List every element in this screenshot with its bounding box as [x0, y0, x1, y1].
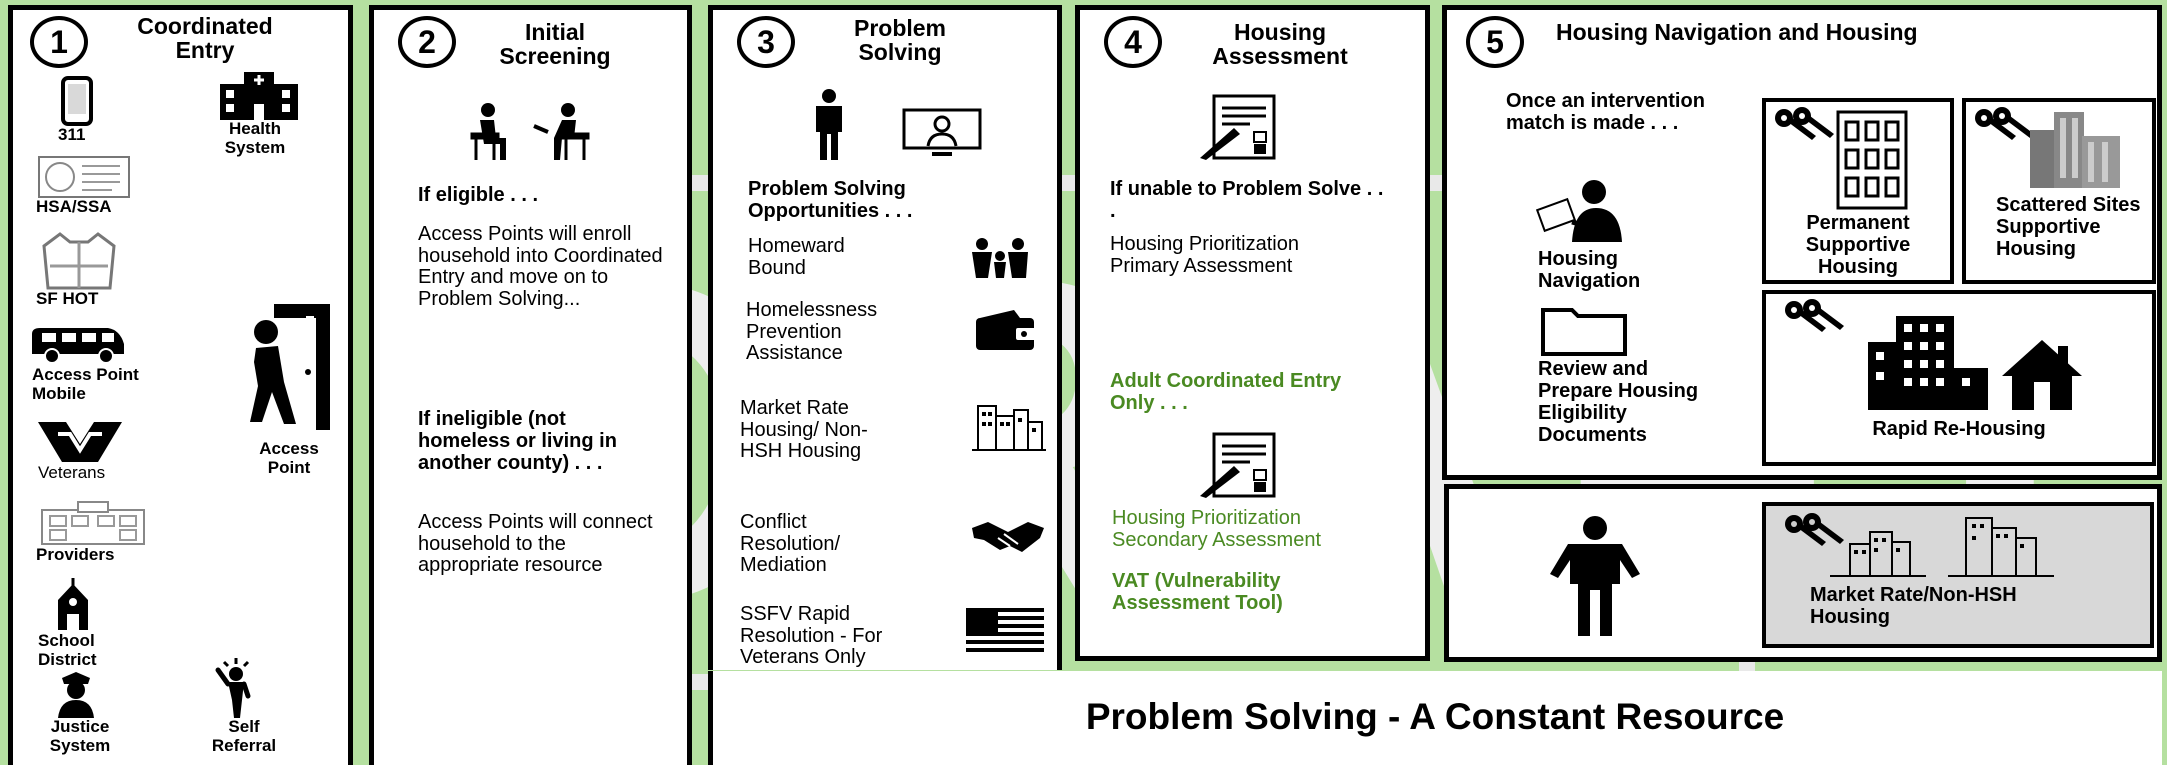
step-number-4: 4 [1104, 16, 1162, 68]
tower-building-icon [1868, 316, 1988, 410]
apartment-building-icon [1836, 110, 1908, 210]
label-311: 311 [58, 125, 86, 144]
secondary-assessment-text: Housing Prioritization Secondary Assessm… [1112, 507, 1321, 551]
phone-icon [61, 76, 93, 126]
eligible-heading: If eligible . . . [418, 184, 539, 206]
label-self-referral: Self Referral [211, 717, 277, 755]
scattered-sites-label: Scattered Sites Supportive Housing [1996, 194, 2141, 260]
keys-icon-rrh [1785, 299, 1844, 332]
rrh-label: Rapid Re-Housing [1872, 418, 2046, 440]
ps-item-prevention: Homelessness Prevention Assistance [746, 299, 878, 365]
ps-item-conflict-resolution: Conflict Resolution/ Mediation [740, 511, 841, 577]
step-title-3: Problem Solving [853, 15, 947, 66]
step-title-4: Housing Assessment [1212, 19, 1348, 70]
city-buildings-icon [972, 405, 1046, 451]
house-icon [2002, 340, 2082, 410]
eligible-text: Access Points will enroll household into… [418, 223, 663, 310]
label-sf-hot: SF HOT [36, 289, 99, 308]
ps-item-homeward-bound: Homeward Bound [748, 235, 845, 279]
computer-user-icon [902, 108, 982, 156]
label-veterans: Veterans [38, 463, 106, 482]
step-number-5: 5 [1466, 16, 1524, 68]
family-icon [972, 238, 1028, 278]
keys-icon [1775, 107, 1834, 140]
vest-icon [42, 232, 116, 290]
label-access-point-mobile: Access Point Mobile [32, 365, 139, 403]
intervention-intro: Once an intervention match is made . . . [1506, 90, 1705, 134]
bottom-banner-text: Problem Solving - A Constant Resource [1085, 696, 1785, 737]
large-standing-person-icon [1550, 516, 1640, 636]
step-number-3: 3 [737, 16, 795, 68]
keys-icon-market [1785, 513, 1844, 546]
ineligible-text: Access Points will connect household to … [418, 511, 653, 577]
vat-text: VAT (Vulnerability Assessment Tool) [1112, 570, 1283, 614]
panel-initial-screening [369, 5, 692, 765]
building-providers-icon [41, 501, 145, 545]
step-number-2: 2 [398, 16, 456, 68]
veterans-logo-icon [38, 422, 122, 462]
psh-label: Permanent Supportive Housing [1805, 212, 1911, 278]
form-pen-icon-secondary [1200, 432, 1276, 498]
label-health-system: Health System [224, 119, 286, 157]
hospital-icon [220, 72, 298, 120]
van-icon [32, 328, 124, 364]
ps-item-market-rate: Market Rate Housing/ Non-HSH Housing [740, 397, 868, 463]
label-access-point: Access Point [259, 439, 319, 477]
housing-navigation-label: Housing Navigation [1538, 248, 1641, 292]
american-flag-icon [966, 608, 1044, 656]
label-hsa-ssa: HSA/SSA [36, 197, 112, 216]
step-title-5: Housing Navigation and Housing [1556, 19, 1918, 45]
school-icon [58, 578, 88, 630]
gray-buildings-icon [2030, 112, 2120, 188]
ps-item-ssfv: SSFV Rapid Resolution - For Veterans Onl… [740, 603, 883, 669]
problem-solving-heading: Problem Solving Opportunities . . . [748, 178, 913, 222]
handshake-icon [972, 522, 1044, 552]
form-pen-icon [1200, 94, 1276, 160]
unable-problem-solve-heading: If unable to Problem Solve . . . [1110, 178, 1384, 222]
review-documents-label: Review and Prepare Housing Eligibility D… [1538, 358, 1699, 446]
card-market-rate [1762, 502, 2154, 648]
seal-document-icon [38, 156, 130, 198]
panel-coordinated-entry [8, 5, 353, 765]
label-providers: Providers [36, 545, 115, 564]
market-rate-label: Market Rate/Non-HSH Housing [1810, 584, 2017, 628]
label-justice-system: Justice System [49, 717, 111, 755]
keys-icon-scattered [1975, 107, 2034, 140]
standing-person-icon [816, 89, 842, 160]
label-school-district: School District [38, 631, 97, 669]
adult-coordinated-entry-heading: Adult Coordinated Entry Only . . . [1110, 370, 1342, 414]
primary-assessment-text: Housing Prioritization Primary Assessmen… [1110, 233, 1299, 277]
step-number-1: 1 [30, 16, 88, 68]
door-walking-person-icon [250, 304, 330, 430]
skyline-buildings-icon [1830, 517, 2054, 577]
step-title-2: Initial Screening [499, 19, 611, 70]
two-people-seated-icon [470, 103, 590, 160]
navigator-person-icon [1536, 180, 1622, 242]
wallet-icon [976, 310, 1036, 350]
folder-icon [1541, 308, 1627, 356]
police-officer-icon [58, 672, 94, 718]
ineligible-heading: If ineligible (not homeless or living in… [418, 408, 617, 474]
step-title-1: Coordinated Entry [137, 13, 273, 64]
self-referral-person-icon [215, 658, 251, 718]
